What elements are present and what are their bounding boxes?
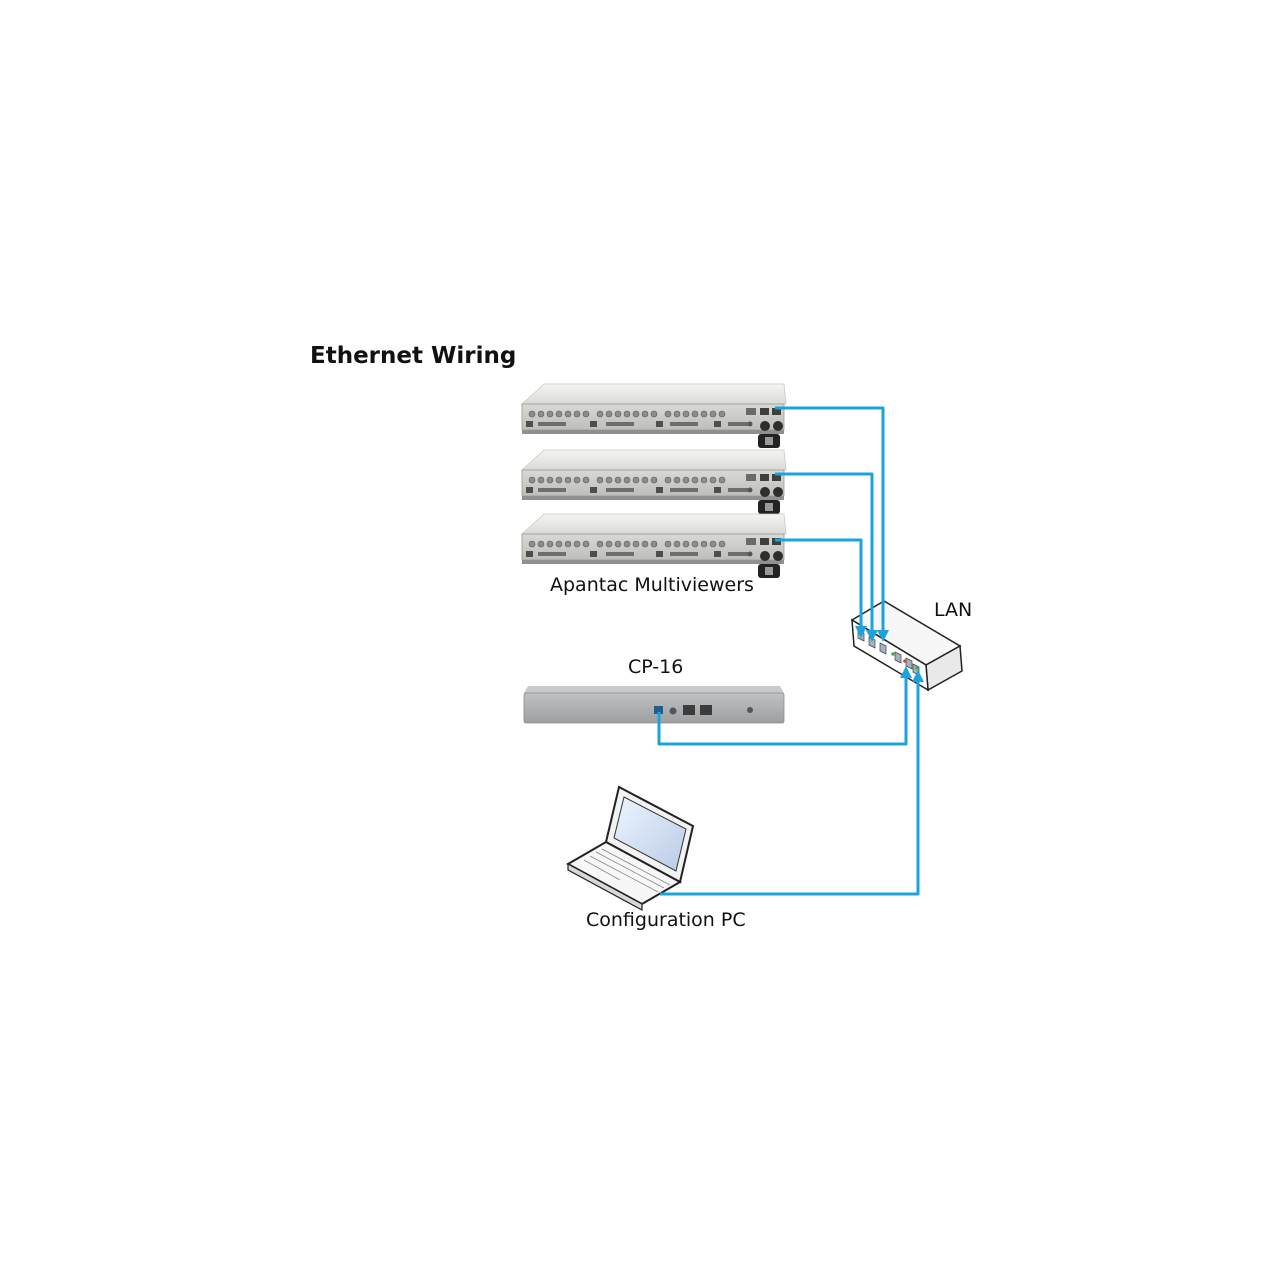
arrow-cable-2 bbox=[866, 630, 878, 642]
multiviewer-unit-3 bbox=[521, 513, 787, 579]
cable-multiviewer-3 bbox=[775, 538, 863, 628]
ethernet-cables bbox=[657, 406, 920, 896]
cable-arrows bbox=[855, 626, 924, 682]
cable-config-pc bbox=[660, 678, 920, 896]
configuration-pc-label: Configuration PC bbox=[586, 909, 746, 931]
cable-multiviewer-2 bbox=[775, 472, 874, 632]
cable-multiviewer-1 bbox=[775, 406, 885, 632]
cp16-device bbox=[523, 686, 785, 724]
multiviewer-unit-2 bbox=[521, 449, 787, 515]
page-title: Ethernet Wiring bbox=[310, 343, 517, 369]
arrow-cable-1 bbox=[877, 630, 889, 642]
multiviewer-unit-1 bbox=[521, 383, 787, 449]
cp16-label: CP-16 bbox=[628, 656, 684, 678]
configuration-pc-laptop bbox=[565, 785, 695, 912]
lan-label: LAN bbox=[934, 599, 973, 621]
arrow-cable-3 bbox=[855, 626, 867, 638]
arrow-cable-pc bbox=[912, 670, 924, 682]
multiviewers-label: Apantac Multiviewers bbox=[550, 574, 754, 596]
cable-cp16 bbox=[657, 674, 908, 746]
arrow-cable-cp16 bbox=[900, 666, 912, 678]
